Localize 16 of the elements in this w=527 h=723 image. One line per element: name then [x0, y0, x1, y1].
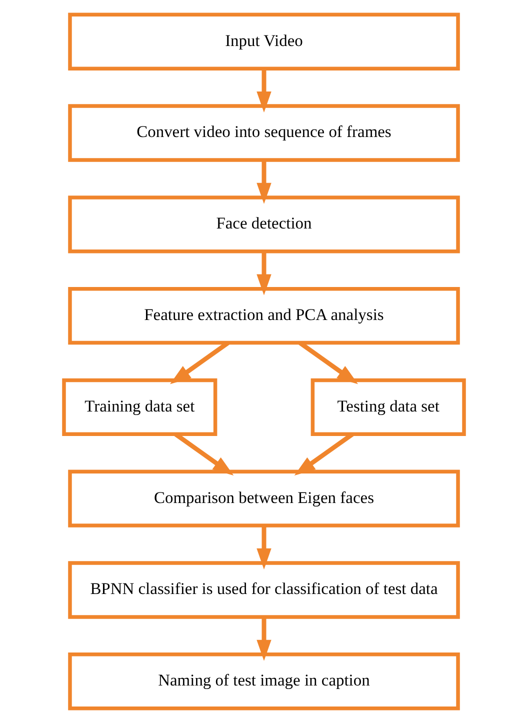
node-box: Testing data set — [310, 378, 466, 436]
arrow — [256, 68, 271, 113]
arrow — [256, 160, 271, 204]
node-box: Face detection — [68, 196, 460, 254]
arrow — [174, 432, 234, 476]
node-box: BPNN classifier is used for classification of test data — [68, 561, 460, 619]
arrow — [256, 526, 271, 570]
arrow — [256, 617, 271, 661]
node-box: Naming of test image in caption — [68, 652, 460, 710]
node-box: Convert video into sequence of frames — [68, 104, 460, 162]
node-box: Feature extraction and PCA analysis — [68, 286, 460, 345]
arrow — [294, 432, 354, 476]
node-box: Input Video — [68, 12, 460, 70]
node-box: Comparison between Eigen faces — [68, 470, 460, 528]
node-box: Training data set — [62, 378, 217, 436]
arrow — [256, 252, 271, 296]
